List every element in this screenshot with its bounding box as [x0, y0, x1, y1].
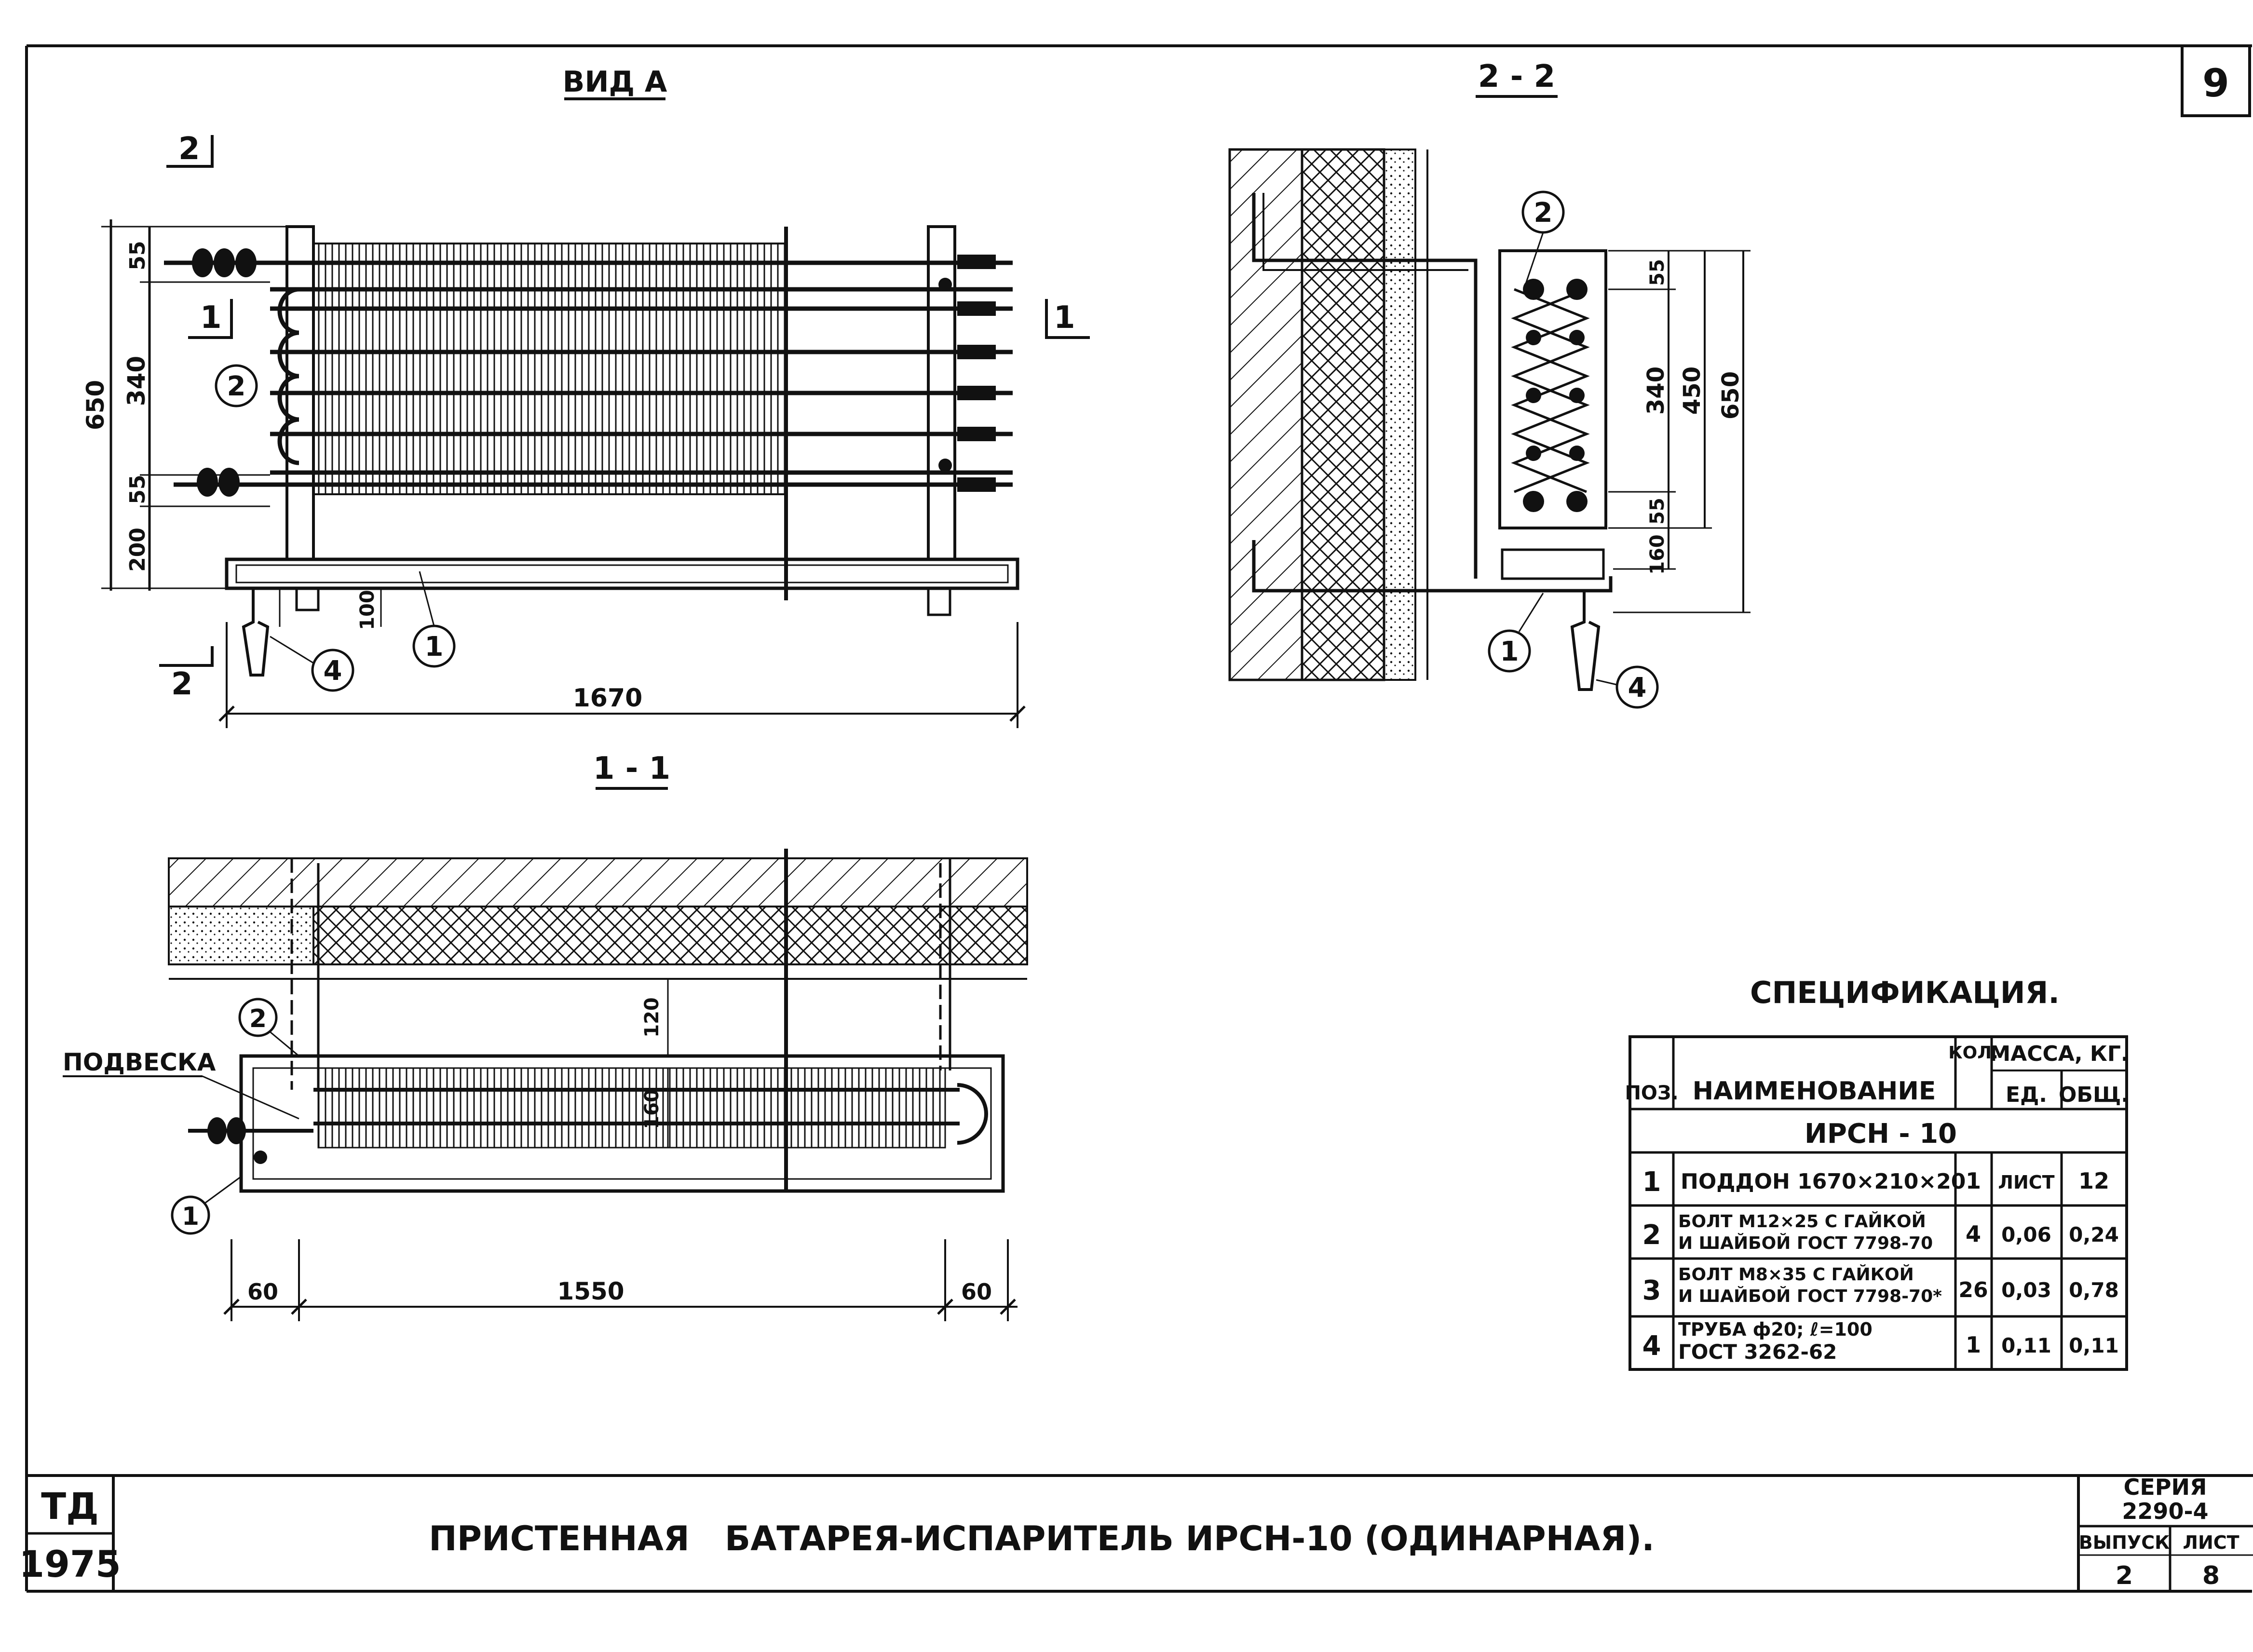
- dim-450-22: 450: [1679, 366, 1706, 415]
- dim-1670: 1670: [573, 684, 643, 713]
- dim-60-right: 60: [961, 1279, 992, 1305]
- spec-row-pos: 4: [1642, 1330, 1661, 1362]
- series-label: СЕРИЯ: [2124, 1474, 2207, 1500]
- issue-value: 2: [2116, 1561, 2133, 1590]
- spec-row-total: 12: [2078, 1168, 2109, 1194]
- dim-120: 120: [641, 997, 663, 1038]
- dim-1550: 1550: [557, 1277, 624, 1305]
- section-mark-1-left: 1: [200, 300, 222, 336]
- dim-60-left: 60: [247, 1279, 278, 1305]
- evaporator-tubes: [270, 260, 1013, 487]
- section-1-1: 1 - 1 ПОДВЕСКА 120 160: [63, 751, 1028, 1321]
- title-org: ТД: [41, 1485, 99, 1528]
- specification-table: СПЕЦИФИКАЦИЯ. ПОЗ. НАИМЕНОВАНИЕ КОЛ. МАС…: [1625, 975, 2129, 1371]
- dim-200: 200: [125, 528, 150, 572]
- dim-55-top-22: 55: [1646, 259, 1669, 286]
- section-mark-1-right: 1: [1054, 300, 1075, 336]
- spec-col-unit: ЕД.: [2006, 1083, 2047, 1107]
- callout-1: 1: [425, 631, 444, 663]
- spec-row-total: 0,24: [2069, 1223, 2119, 1246]
- view-a-title: ВИД А: [563, 65, 667, 99]
- series-value: 2290-4: [2122, 1498, 2208, 1524]
- callout-1-22: 1: [1500, 636, 1519, 667]
- callout-2-11: 2: [249, 1004, 267, 1033]
- spec-row-name-2: ГОСТ 3262-62: [1678, 1340, 1837, 1364]
- spec-row-qty: 1: [1966, 1332, 1981, 1358]
- spec-row-pos: 3: [1642, 1275, 1661, 1306]
- callout-4: 4: [324, 655, 342, 687]
- tube-end-caps: [938, 255, 996, 492]
- title-block: ТД 1975 ПРИСТЕННАЯ БАТАРЕЯ-ИСПАРИТЕЛЬ ИР…: [19, 1474, 2253, 1591]
- dim-650-22: 650: [1717, 371, 1744, 420]
- drawing-title: ПРИСТЕННАЯ БАТАРЕЯ-ИСПАРИТЕЛЬ ИРСН-10 (О…: [429, 1519, 1655, 1558]
- spec-row-name: БОЛТ М12×25 С ГАЙКОЙ: [1678, 1211, 1926, 1232]
- spec-row-name: БОЛТ М8×35 С ГАЙКОЙ: [1678, 1264, 1914, 1285]
- callout-1-11: 1: [182, 1202, 199, 1231]
- section-1-1-title: 1 - 1: [593, 751, 670, 786]
- spec-col-name: НАИМЕНОВАНИЕ: [1693, 1077, 1936, 1106]
- spec-row-pos: 2: [1642, 1219, 1661, 1251]
- spec-title: СПЕЦИФИКАЦИЯ.: [1750, 975, 2060, 1010]
- title-year: 1975: [19, 1543, 121, 1585]
- spec-row-unit: 0,03: [2001, 1278, 2051, 1302]
- spec-row-qty: 26: [1958, 1278, 1988, 1302]
- spec-row-total: 0,11: [2069, 1334, 2119, 1357]
- spec-row-name-2: И ШАЙБОЙ ГОСТ 7798-70*: [1678, 1286, 1942, 1306]
- callout-2: 2: [227, 371, 246, 402]
- spec-group: ИРСН - 10: [1805, 1118, 1957, 1150]
- spec-row-qty: 1: [1966, 1168, 1981, 1194]
- spec-row-pos: 1: [1642, 1166, 1661, 1198]
- spec-col-pos: ПОЗ.: [1625, 1082, 1678, 1104]
- dim-650: 650: [81, 380, 109, 430]
- callout-4-22: 4: [1628, 672, 1647, 704]
- spec-row-name: ПОДДОН 1670×210×20: [1681, 1169, 1966, 1194]
- dim-340: 340: [122, 356, 150, 406]
- dim-55-bottom: 55: [125, 474, 150, 504]
- inlet-insulators: [164, 248, 270, 497]
- spec-col-qty: КОЛ.: [1948, 1043, 1998, 1063]
- sheet-label: ЛИСТ: [2183, 1532, 2239, 1553]
- sheet-value: 8: [2202, 1561, 2220, 1590]
- issue-label: ВЫПУСК: [2079, 1532, 2170, 1553]
- spec-row-qty: 4: [1966, 1221, 1981, 1247]
- hanger-label: ПОДВЕСКА: [63, 1048, 216, 1076]
- spec-row-name-2: И ШАЙБОЙ ГОСТ 7798-70: [1678, 1233, 1933, 1253]
- spec-row-unit: 0,11: [2001, 1334, 2051, 1357]
- spec-row-total: 0,78: [2069, 1278, 2119, 1302]
- section-2-2-title: 2 - 2: [1478, 59, 1555, 95]
- dim-55-bottom-22: 55: [1646, 498, 1669, 525]
- dim-55-top: 55: [125, 241, 150, 270]
- dim-160-22: 160: [1646, 534, 1669, 575]
- sheet-frame: [25, 44, 2252, 1593]
- dim-160: 160: [641, 1089, 663, 1129]
- section-mark-2-top: 2: [178, 131, 200, 167]
- view-a: ВИД А 2 2 1 1 650 55 340 55 200: [81, 65, 1090, 728]
- spec-row-unit: ЛИСТ: [1998, 1172, 2054, 1193]
- sheet-number: 9: [2202, 61, 2229, 106]
- callout-2-22: 2: [1534, 197, 1553, 229]
- spec-col-mass: МАССА, КГ.: [1989, 1042, 2129, 1066]
- dim-100: 100: [356, 590, 379, 630]
- section-2-2: 2 - 2: [1228, 59, 1751, 709]
- spec-row-unit: 0,06: [2001, 1223, 2051, 1246]
- section-mark-2-bottom: 2: [171, 666, 193, 702]
- spec-col-total: ОБЩ.: [2059, 1083, 2129, 1107]
- spec-row-name: ТРУБА ф20; ℓ=100: [1678, 1319, 1873, 1340]
- dim-340-22: 340: [1642, 366, 1669, 415]
